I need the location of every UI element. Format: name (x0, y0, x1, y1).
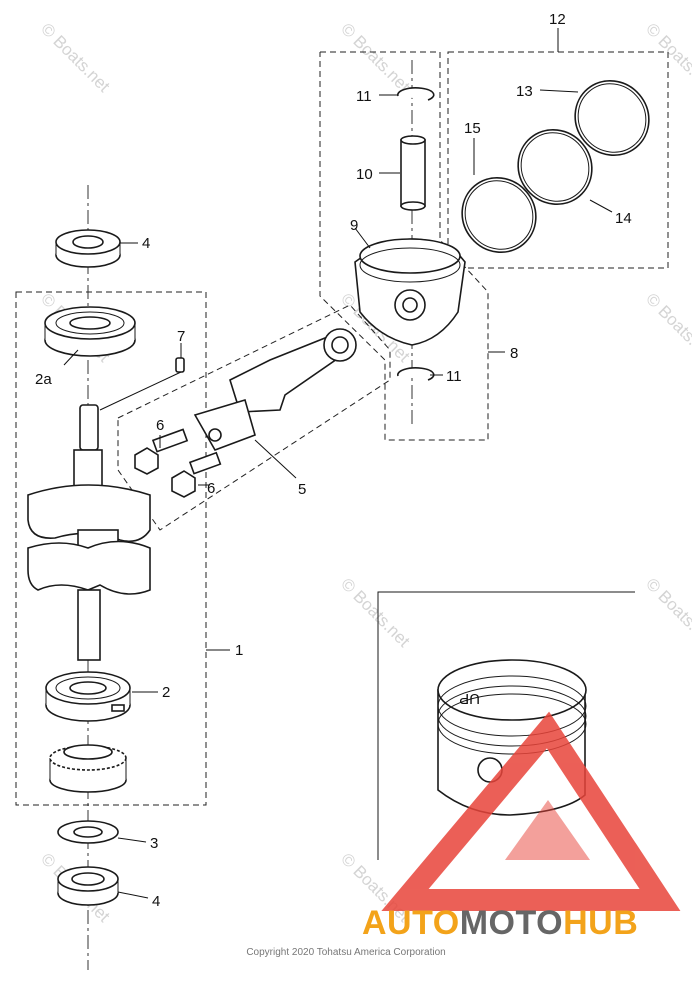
callout-6-lower: 6 (207, 480, 215, 497)
brand-part-auto: AUTO (362, 904, 460, 942)
piston-ring-13 (574, 80, 650, 156)
connecting-rod (193, 328, 357, 451)
callout-6-upper: 6 (156, 417, 164, 434)
callout-5: 5 (298, 481, 306, 498)
brand-part-hub: HUB (563, 904, 639, 942)
inset-piston: UP (437, 659, 587, 816)
callout-4-top: 4 (142, 235, 150, 252)
brand-part-moto: MOTO (459, 904, 564, 942)
callout-8: 8 (510, 345, 518, 362)
ball-bearing-2a (44, 306, 136, 357)
callout-2a: 2a (35, 371, 52, 388)
washer (57, 820, 119, 844)
brand-wordmark: AUTOMOTOHUB (362, 904, 638, 943)
callout-15: 15 (464, 120, 481, 137)
circlip-lower (396, 367, 435, 381)
callout-9: 9 (350, 217, 358, 234)
watermark: © Boats.net (37, 19, 114, 96)
rod-bolt-lower (171, 451, 222, 498)
piston-ring-14 (517, 129, 593, 205)
callout-10: 10 (356, 166, 373, 183)
inset-frame (377, 591, 635, 860)
brand-logo-icon (381, 711, 681, 911)
ball-bearing-2 (45, 671, 131, 722)
circlip-upper (396, 87, 435, 101)
piston-up-marking: UP (459, 690, 480, 707)
group-box-8 (319, 51, 489, 441)
watermark: © Boats.net (337, 19, 414, 96)
piston-pin (400, 135, 426, 211)
crank-gear (49, 744, 127, 793)
watermark: © Boats.net (337, 574, 414, 651)
crankshaft (27, 404, 151, 661)
watermark: © Boats.net (642, 574, 692, 651)
woodruff-key (175, 357, 185, 373)
callout-7: 7 (177, 328, 185, 345)
watermark: © Boats.net (642, 19, 692, 96)
callout-11-lower: 11 (446, 368, 462, 385)
rod-bolt-upper (134, 428, 189, 475)
copyright-notice: Copyright 2020 Tohatsu America Corporati… (246, 947, 446, 958)
group-box-1 (15, 291, 207, 806)
callout-13: 13 (516, 83, 533, 100)
callout-4-bottom: 4 (152, 893, 160, 910)
callout-3: 3 (150, 835, 158, 852)
callout-12: 12 (549, 11, 566, 28)
callout-2: 2 (162, 684, 170, 701)
watermark: © Boats.net (642, 289, 692, 366)
callout-11-upper: 11 (356, 88, 372, 105)
oil-seal-top (55, 229, 121, 268)
piston-ring-15 (461, 177, 537, 253)
callout-14: 14 (615, 210, 632, 227)
piston (354, 238, 466, 346)
leader-lines (63, 28, 613, 899)
callout-1: 1 (235, 642, 243, 659)
oil-seal-bottom (57, 866, 119, 906)
